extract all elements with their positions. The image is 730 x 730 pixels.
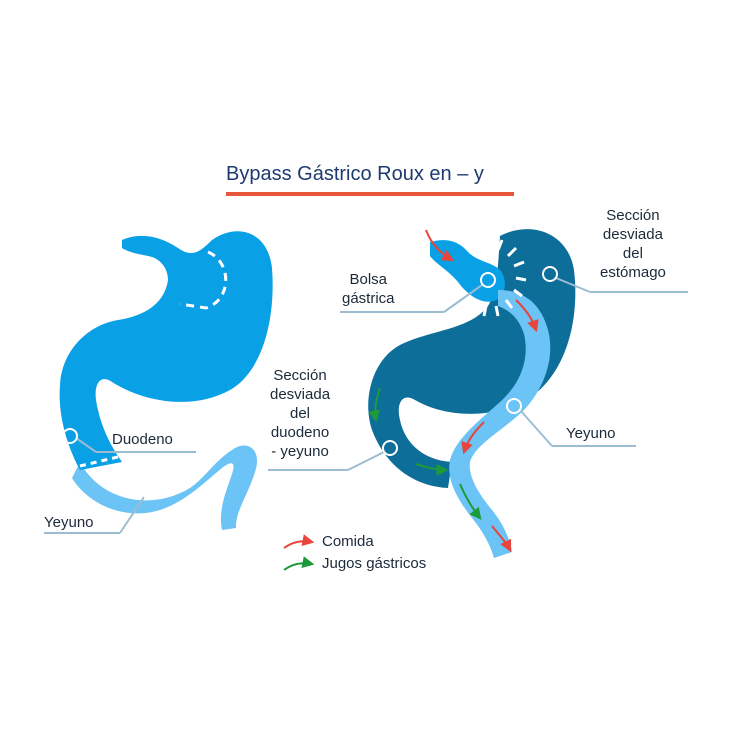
left-pouch-dash xyxy=(179,250,228,310)
legend-arrows xyxy=(283,534,315,571)
legend-jugos: Jugos gástricos xyxy=(322,555,427,572)
food-arrows xyxy=(425,229,539,553)
juice-arrows xyxy=(368,387,482,520)
legend-food-arrow xyxy=(283,534,315,549)
label-yeyuno-left: Yeyuno xyxy=(44,514,94,531)
left-boundary-dash xyxy=(79,454,123,468)
normal-stomach xyxy=(59,231,273,530)
diagram-title: Bypass Gástrico Roux en – y xyxy=(226,163,484,185)
left-stomach-body xyxy=(59,231,273,470)
legend-juice-arrow xyxy=(283,556,315,571)
title-underline xyxy=(226,192,514,196)
gastric-pouch xyxy=(430,240,505,302)
pointers xyxy=(44,266,688,534)
label-seccion-duodeno: Sección desviada del duodeno - yeyuno xyxy=(270,367,331,460)
remnant-stomach xyxy=(368,229,576,489)
roux-limb xyxy=(449,290,551,558)
label-seccion-estomago: Sección desviada del estómago xyxy=(600,207,666,281)
left-jejunum xyxy=(72,445,258,530)
legend-comida: Comida xyxy=(322,533,374,550)
label-duodeno: Duodeno xyxy=(112,431,173,448)
label-bolsa-gastrica: Bolsa gástrica xyxy=(342,271,395,307)
staple-ring xyxy=(472,238,527,317)
label-yeyuno-right: Yeyuno xyxy=(566,425,616,442)
